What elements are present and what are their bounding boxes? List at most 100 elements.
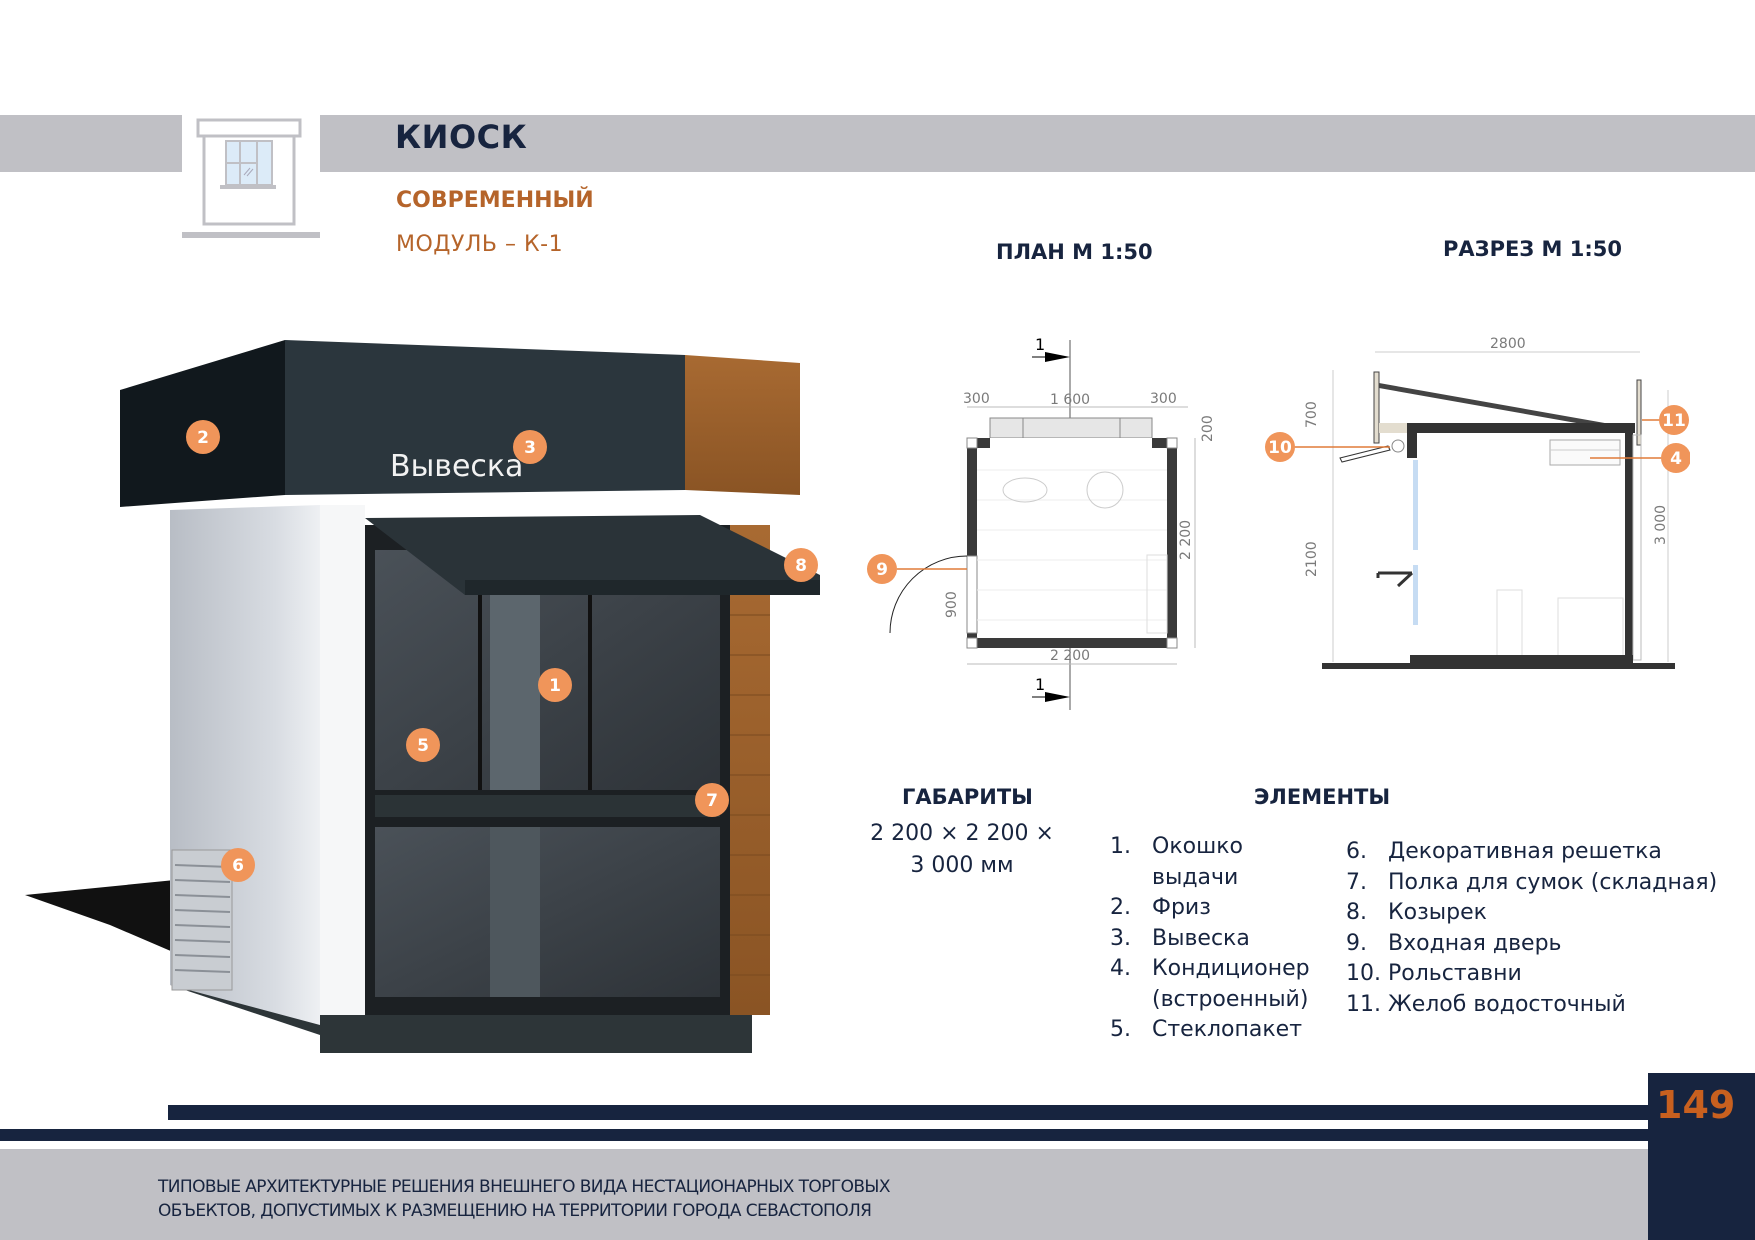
plan-door <box>966 555 978 634</box>
element-label-cont: выдачи <box>1152 864 1239 890</box>
element-label: Фриз <box>1152 895 1211 920</box>
wood-cladding <box>730 525 770 1015</box>
marker-9: 9 <box>867 554 897 584</box>
section-ac <box>1549 439 1621 466</box>
section-drawing: 2800 700 2100 3 000 <box>1250 320 1691 680</box>
dim-300-left: 300 <box>963 391 990 407</box>
elements-heading: ЭЛЕМЕНТЫ <box>1254 785 1391 809</box>
kiosk-icon-box <box>182 115 320 240</box>
dimensions-line-1: 2 200 × 2 200 × <box>870 821 1054 846</box>
element-num: 8. <box>1346 900 1367 925</box>
element-item: 1. Окошко выдачи <box>1110 832 1310 893</box>
element-item: 8. Козырек <box>1346 898 1717 929</box>
bag-shelf[interactable] <box>375 795 720 817</box>
kiosk-icon <box>182 118 320 238</box>
section-arrow-top <box>1045 352 1070 362</box>
element-item: 4. Кондиционер (встроенный) <box>1110 954 1310 1015</box>
section-mark-top: 1 <box>1035 335 1045 354</box>
dim-200: 200 <box>1200 415 1216 442</box>
element-label: Декоративная решетка <box>1388 839 1662 864</box>
svg-text:6: 6 <box>232 856 244 876</box>
marker-4: 4 <box>1661 443 1691 473</box>
marker-6: 6 <box>221 848 255 882</box>
element-num: 11. <box>1346 991 1381 1017</box>
dimensions-line-2: 3 000 мм <box>910 853 1014 878</box>
plan-walls <box>967 438 1177 648</box>
element-label: Вывеска <box>1152 925 1250 951</box>
dim-1600: 1 600 <box>1050 392 1090 408</box>
page-number: 149 <box>1656 1083 1736 1127</box>
element-label: Рольставни <box>1388 961 1522 986</box>
svg-text:9: 9 <box>876 560 888 580</box>
dim-2200-side: 2 200 <box>1178 520 1194 560</box>
elements-list-col2: 6. Декоративная решетка 7.Полка для сумок… <box>1346 837 1717 1020</box>
section-roof <box>1407 423 1635 433</box>
dim-2100: 2100 <box>1304 541 1320 577</box>
element-num: 2. <box>1110 895 1131 920</box>
module-label: МОДУЛЬ – К-1 <box>396 232 564 257</box>
dim-2200-bottom: 2 200 <box>1050 648 1090 664</box>
element-label: Козырек <box>1388 900 1487 925</box>
marker-8: 8 <box>784 548 818 582</box>
element-label: Входная дверь <box>1388 930 1562 956</box>
svg-text:3: 3 <box>524 438 536 458</box>
front-pillar <box>320 505 365 1035</box>
element-item: 10.Рольставни <box>1346 959 1717 990</box>
marker-1: 1 <box>538 668 572 702</box>
footer-bar-top <box>168 1105 1648 1120</box>
awning[interactable] <box>365 515 820 595</box>
page-subtitle: СОВРЕМЕННЫЙ <box>396 188 594 213</box>
section-wall-right <box>1625 433 1633 663</box>
element-num: 1. <box>1110 834 1131 859</box>
svg-text:8: 8 <box>795 556 807 576</box>
dim-3000: 3 000 <box>1653 505 1669 545</box>
svg-text:1: 1 <box>549 676 561 696</box>
element-item: 9. Входная дверь <box>1346 929 1717 960</box>
dim-700: 700 <box>1304 401 1320 428</box>
marker-3: 3 <box>513 430 547 464</box>
dim-2800: 2800 <box>1490 336 1526 352</box>
frieze-wood <box>685 355 800 495</box>
element-label: Стеклопакет <box>1152 1017 1303 1042</box>
marker-7: 7 <box>695 783 729 817</box>
sign-text: Вывеска <box>390 449 523 484</box>
section-ground <box>1322 663 1675 669</box>
element-item: 11. Желоб водосточный <box>1346 990 1717 1021</box>
dim-300-right: 300 <box>1150 391 1177 407</box>
marker-10: 10 <box>1265 432 1295 462</box>
footer-line-2: ОБЪЕКТОВ, ДОПУСТИМЫХ К РАЗМЕЩЕНИЮ НА ТЕР… <box>158 1201 872 1221</box>
plan-heading: ПЛАН М 1:50 <box>996 240 1153 264</box>
page-title: КИОСК <box>395 118 528 156</box>
svg-text:7: 7 <box>706 791 718 811</box>
svg-text:5: 5 <box>417 736 429 756</box>
dimensions-heading: ГАБАРИТЫ <box>902 785 1033 809</box>
svg-text:2: 2 <box>197 428 209 448</box>
footer-text: ТИПОВЫЕ АРХИТЕКТУРНЫЕ РЕШЕНИЯ ВНЕШНЕГО В… <box>158 1175 890 1223</box>
svg-text:11: 11 <box>1662 411 1686 431</box>
element-num: 3. <box>1110 925 1131 951</box>
element-item: 6. Декоративная решетка <box>1346 837 1717 868</box>
element-item: 7.Полка для сумок (складная) <box>1346 868 1717 899</box>
plan-drawing: 1 1 300 1 600 300 200 900 <box>860 330 1220 720</box>
element-num: 4. <box>1110 956 1131 981</box>
element-label: Желоб водосточный <box>1388 991 1626 1017</box>
page-number-box <box>1648 1073 1755 1240</box>
ground-shadow <box>25 880 200 955</box>
element-label: Полка для сумок (складная) <box>1388 869 1718 895</box>
dimensions-value: 2 200 × 2 200 × 3 000 мм <box>852 818 1072 882</box>
element-num: 9. <box>1346 930 1367 956</box>
element-item: 5. Стеклопакет <box>1110 1015 1310 1046</box>
kiosk-render: Вывеска 2 3 8 1 5 7 6 <box>20 335 835 1055</box>
footer-band <box>0 1149 1648 1240</box>
element-num: 6. <box>1346 839 1367 864</box>
footer-line-1: ТИПОВЫЕ АРХИТЕКТУРНЫЕ РЕШЕНИЯ ВНЕШНЕГО В… <box>158 1177 890 1197</box>
element-label: Окошко <box>1152 834 1243 859</box>
marker-2: 2 <box>186 420 220 454</box>
element-label-cont: (встроенный) <box>1152 986 1309 1012</box>
dim-900: 900 <box>944 591 960 618</box>
marker-5: 5 <box>406 728 440 762</box>
element-num: 5. <box>1110 1017 1131 1042</box>
marker-11: 11 <box>1659 405 1689 435</box>
element-label: Кондиционер <box>1152 956 1310 981</box>
element-item: 2. Фриз <box>1110 893 1310 924</box>
